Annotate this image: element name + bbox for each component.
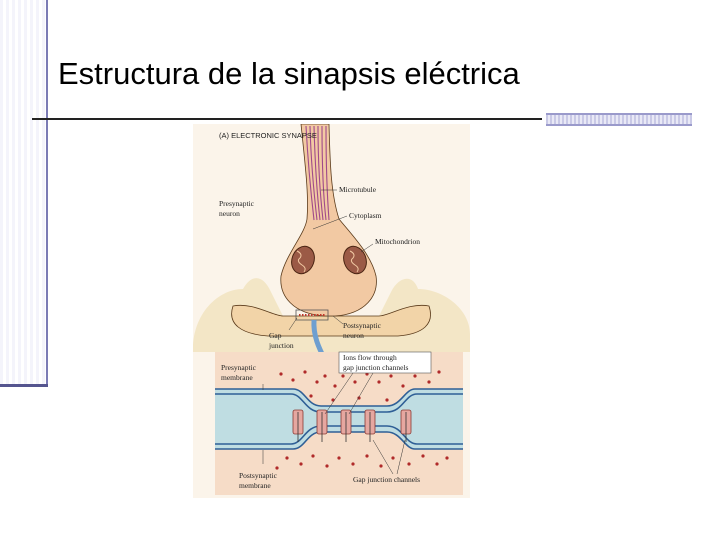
label-postsynaptic-membrane-1: Postsynaptic (239, 471, 278, 480)
gap-junction-channels (292, 409, 412, 442)
channel-1 (292, 409, 304, 442)
label-mitochondrion: Mitochondrion (375, 237, 420, 246)
microtubules (305, 125, 330, 221)
label-postsynaptic-neuron-2: neuron (343, 331, 364, 340)
label-presynaptic-membrane-2: membrane (221, 373, 253, 382)
channel-2 (316, 409, 328, 442)
left-decorative-bar (0, 0, 46, 386)
label-postsynaptic-neuron-1: Postsynaptic (343, 321, 382, 330)
label-presynaptic-neuron-2: neuron (219, 209, 240, 218)
leader-lines-bottom (262, 372, 406, 475)
label-presynaptic-membrane-1: Presynaptic (221, 363, 257, 372)
label-gap-junction-2: junction (268, 341, 294, 350)
panel-label: (A) ELECTRONIC SYNAPSE (219, 131, 317, 140)
label-gap-junction-1: Gap (269, 331, 282, 340)
channel-4 (364, 409, 376, 442)
mitochondrion-left (291, 245, 315, 275)
label-cytoplasm: Cytoplasm (349, 211, 382, 220)
label-ions-flow-2: gap junction channels (343, 363, 408, 372)
synaptic-cleft (215, 389, 463, 449)
label-microtubule: Microtubule (339, 185, 377, 194)
ions-flow-callout (338, 351, 432, 374)
left-accent-line (46, 0, 48, 386)
presynaptic-membrane (215, 388, 463, 413)
leader-lines-top (288, 189, 374, 331)
mitochondrion-right (343, 245, 367, 275)
channel-5 (400, 409, 412, 442)
left-bar-cap (0, 384, 48, 387)
label-gap-junction-channels: Gap junction channels (353, 475, 420, 484)
postsynaptic-neuron (231, 304, 431, 337)
label-presynaptic-neuron-1: Presynaptic (219, 199, 255, 208)
title-accent-block (546, 113, 692, 126)
label-ions-flow-1: Ions flow through (343, 353, 397, 362)
synapse-figure: (A) ELECTRONIC SYNAPSE Microtubule Presy… (193, 124, 470, 498)
channel-3 (340, 409, 352, 442)
label-postsynaptic-membrane-2: membrane (239, 481, 271, 490)
slide-title: Estructura de la sinapsis eléctrica (58, 56, 520, 91)
title-underline (32, 118, 542, 120)
